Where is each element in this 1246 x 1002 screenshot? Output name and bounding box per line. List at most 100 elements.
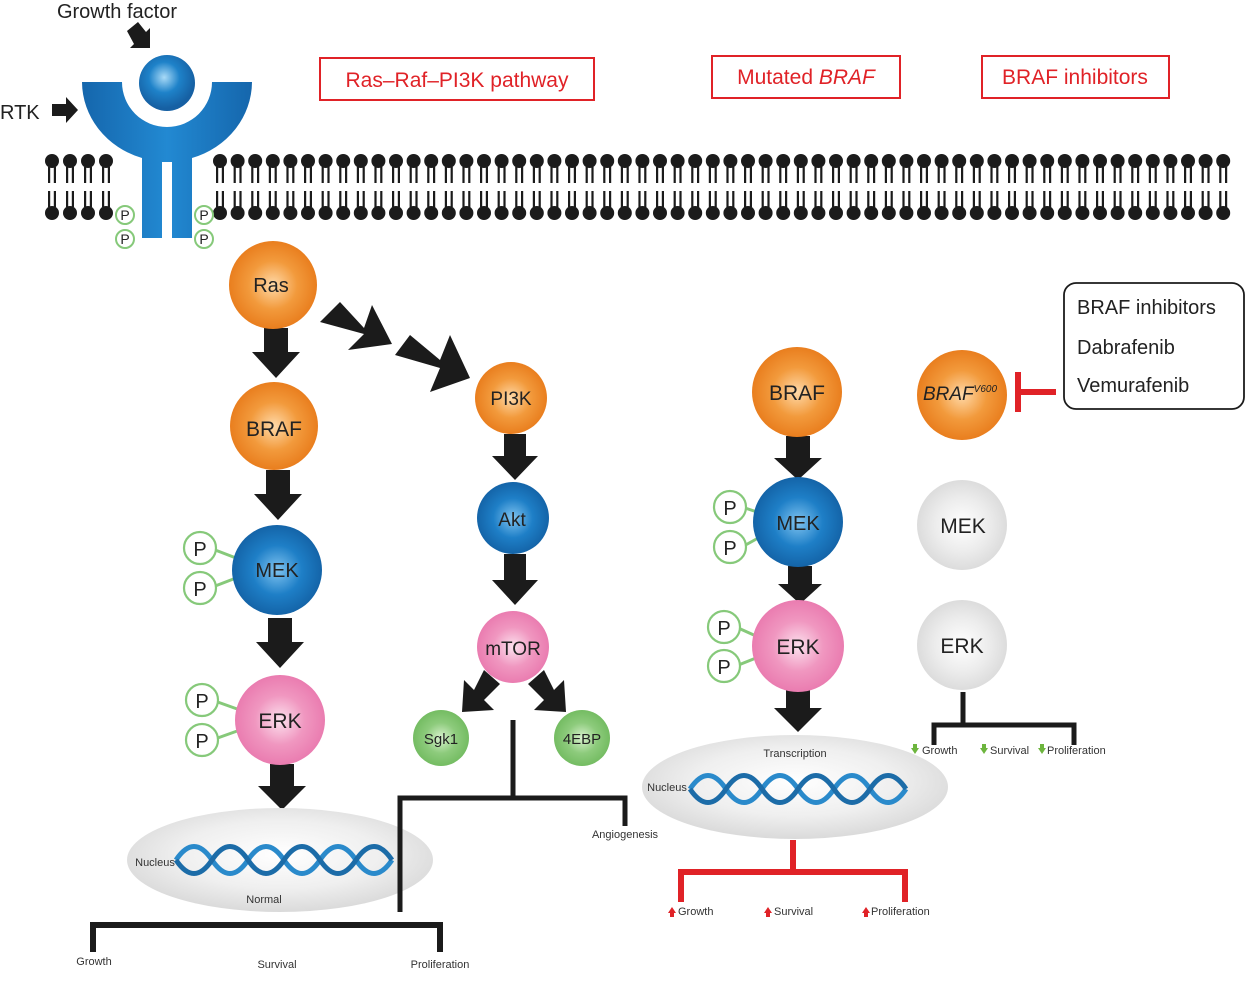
svg-text:P: P <box>193 579 206 601</box>
erk-mutated-node: ERK <box>735 600 844 692</box>
erk-mutated-phosphate: P <box>706 648 742 684</box>
lipid-molecule <box>969 154 984 220</box>
lipid-molecule <box>582 154 597 220</box>
mtor-node: mTOR <box>477 611 549 683</box>
lipid-molecule <box>45 154 59 220</box>
lipid-molecule <box>477 154 491 220</box>
lipid-molecule <box>1005 154 1019 220</box>
lipid-molecule <box>1198 154 1213 220</box>
lipid-molecule <box>1145 154 1160 220</box>
svg-text:Angiogenesis: Angiogenesis <box>592 829 659 841</box>
svg-text:ERK: ERK <box>776 636 819 659</box>
lipid-molecule <box>441 154 456 220</box>
arrow-akt-mtor <box>492 554 538 605</box>
lipid-molecule <box>389 154 403 220</box>
svg-text:P: P <box>199 207 208 223</box>
svg-text:P: P <box>723 498 736 520</box>
braf-v600-node: BRAFV600 <box>917 350 1007 440</box>
svg-text:Survival: Survival <box>774 906 813 918</box>
svg-text:P: P <box>120 231 129 247</box>
lipid-molecule <box>758 154 773 220</box>
lipid-molecule <box>1110 154 1125 220</box>
svg-text:Akt: Akt <box>498 510 526 531</box>
mek-mutated-node: MEK <box>741 477 843 567</box>
svg-text:mTOR: mTOR <box>485 639 541 660</box>
svg-text:Normal: Normal <box>246 894 281 906</box>
svg-text:P: P <box>195 691 208 713</box>
rtk-receptor <box>82 82 252 238</box>
lipid-molecule <box>406 154 421 220</box>
svg-text:P: P <box>193 539 206 561</box>
lipid-molecule <box>741 154 755 220</box>
svg-text:Growth: Growth <box>76 956 111 968</box>
lipid-molecule <box>617 154 632 220</box>
arrow-ras-pi3k-1 <box>320 302 392 350</box>
lipid-molecule <box>600 154 615 220</box>
lipid-molecule <box>283 154 298 220</box>
svg-text:Nucleus: Nucleus <box>647 782 687 794</box>
erk-phosphate: P <box>184 682 220 718</box>
svg-text:P: P <box>717 657 730 679</box>
cell-membrane <box>45 154 1231 220</box>
lipid-molecule <box>1216 154 1231 220</box>
svg-text:BRAF inhibitors: BRAF inhibitors <box>1077 297 1216 319</box>
lipid-molecule <box>670 154 685 220</box>
lipid-molecule <box>705 154 720 220</box>
lipid-molecule <box>1093 154 1107 220</box>
svg-text:ERK: ERK <box>940 635 983 658</box>
erk-node: ERK <box>211 675 325 765</box>
mutated-outcome-growth: Growth <box>668 906 713 918</box>
receptor-phosphate: P <box>194 205 214 225</box>
svg-text:BRAF: BRAF <box>769 382 825 405</box>
inhibited-outcome-survival: Survival <box>980 744 1029 757</box>
mutated-outcome-proliferation: Proliferation <box>862 906 930 918</box>
down-arrow-icon <box>1038 744 1046 754</box>
lipid-molecule <box>917 154 931 220</box>
lipid-molecule <box>494 154 509 220</box>
pi3k-outcome-bracket: Angiogenesis <box>397 720 659 912</box>
lipid-molecule <box>529 154 544 220</box>
svg-text:BRAF inhibitors: BRAF inhibitors <box>1002 66 1148 89</box>
lipid-molecule <box>1040 154 1055 220</box>
svg-text:Survival: Survival <box>990 745 1029 757</box>
mek-inhibited-node: MEK <box>917 480 1007 570</box>
mutated-outcome-bracket <box>678 840 908 902</box>
nucleus-normal: Nucleus Normal <box>127 808 433 912</box>
svg-text:Ras: Ras <box>253 275 289 297</box>
lipid-molecule <box>318 154 333 220</box>
ras-node: Ras <box>229 241 317 329</box>
lipid-molecule <box>512 154 527 220</box>
lipid-molecule <box>213 154 227 220</box>
inhibited-outcome-bracket <box>931 692 1077 745</box>
lipid-molecule <box>881 154 896 220</box>
4ebp-node: 4EBP <box>554 710 610 766</box>
lipid-molecule <box>934 154 949 220</box>
arrow-ras-pi3k-2 <box>395 335 470 392</box>
svg-text:MEK: MEK <box>776 513 820 535</box>
lipid-molecule <box>230 154 245 220</box>
growth-factor-label: Growth factor <box>57 1 177 23</box>
lipid-molecule <box>776 154 791 220</box>
lipid-molecule <box>1163 154 1178 220</box>
lipid-molecule <box>424 154 439 220</box>
lipid-molecule <box>371 154 386 220</box>
svg-text:Transcription: Transcription <box>763 748 826 760</box>
svg-text:MEK: MEK <box>940 515 986 538</box>
lipid-molecule <box>1022 154 1037 220</box>
normal-outcome-bracket: Growth Survival Proliferation <box>76 922 469 971</box>
svg-text:Sgk1: Sgk1 <box>424 731 458 748</box>
lipid-molecule <box>688 154 703 220</box>
mutated-outcome-survival: Survival <box>764 906 813 918</box>
arrow-mtor-sgk1 <box>462 670 500 712</box>
lipid-molecule <box>336 154 351 220</box>
svg-text:ERK: ERK <box>258 710 301 733</box>
lipid-molecule <box>565 154 579 220</box>
lipid-molecule <box>899 154 914 220</box>
lipid-molecule <box>864 154 879 220</box>
lipid-molecule <box>99 154 113 220</box>
rtk-arrow-icon <box>52 97 78 123</box>
sgk1-node: Sgk1 <box>413 710 469 766</box>
lipid-molecule <box>63 154 77 220</box>
mek-phosphate: P <box>182 570 218 606</box>
growth-factor-arrow-icon <box>127 22 150 48</box>
